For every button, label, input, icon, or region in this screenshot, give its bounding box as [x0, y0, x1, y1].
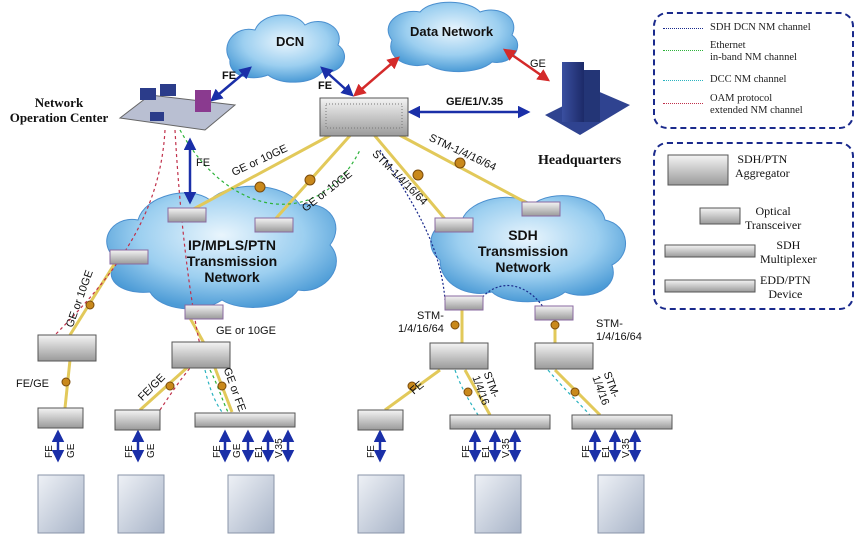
access-port-label: FE	[366, 445, 377, 458]
headquarters-building	[545, 62, 630, 135]
noc-line-1: Network	[34, 95, 84, 110]
access-port-label: FE	[581, 445, 592, 458]
access-port-label: V.35	[274, 438, 285, 458]
client-buildings	[37, 474, 645, 534]
access-port-label: FE	[461, 445, 472, 458]
device-legend-text: Device	[768, 287, 803, 301]
sdh-line-2: Transmission	[477, 243, 569, 259]
noc-line-2: Operation Center	[9, 110, 109, 125]
stm-sdh-right-line-1: STM-	[596, 318, 623, 330]
channel-legend-line	[663, 50, 703, 51]
device-legend-text: Transceiver	[745, 218, 802, 232]
access-port-label: V.35	[621, 438, 632, 458]
sdh-network-label: SDH Transmission Network	[468, 227, 578, 275]
link-stm-sdh-left: STM- 1/4/16/64	[398, 310, 444, 336]
noc-label: Network Operation Center	[4, 95, 114, 125]
link-ge-e1-v35: GE/E1/V.35	[446, 96, 504, 108]
access-port-label: FE	[124, 445, 135, 458]
link-stm-sdh-right: STM- 1/4/16/64	[596, 318, 642, 344]
access-port-label: E1	[254, 445, 265, 458]
device-legend-text: SDH	[776, 238, 801, 252]
link-ge-dn-hq: GE	[530, 58, 546, 70]
access-port-label: GE	[66, 443, 77, 458]
access-port-label: GE	[146, 443, 157, 458]
sdh-cloud	[430, 195, 627, 303]
access-port-label: E1	[481, 445, 492, 458]
cloud-routers	[109, 201, 574, 321]
ip-mpls-ptn-label: IP/MPLS/PTN Transmission Network	[172, 237, 292, 285]
ip-mpls-ptn-line-1: IP/MPLS/PTN	[188, 237, 276, 253]
channel-legend-text: in-band NM channel	[710, 52, 797, 63]
stm-sdh-right-line-2: 1/4/16/64	[596, 331, 642, 343]
device-legend-text: SDH/PTN	[737, 152, 788, 166]
noc-workstation	[118, 84, 237, 131]
channel-legend-text: DCC NM channel	[710, 74, 787, 85]
channel-legend-line	[663, 28, 703, 29]
link-fe-noc-ip: FE	[196, 157, 211, 169]
sdh-line-3: Network	[495, 259, 551, 275]
central-aggregator	[319, 97, 409, 137]
nm-channels	[49, 129, 591, 416]
data-network-label: Data Network	[410, 24, 494, 39]
access-devices	[37, 407, 673, 431]
legend-device-images	[664, 154, 756, 293]
link-fe-ge-left: FE/GE	[16, 378, 50, 390]
access-port-label: FE	[212, 445, 223, 458]
transceiver-markers	[61, 157, 580, 397]
ip-mpls-ptn-line-2: Transmission	[186, 253, 278, 269]
access-port-label: GE	[232, 443, 243, 458]
channel-legend-label: SDH DCN NM channel	[710, 22, 811, 34]
aggregators	[37, 334, 594, 370]
device-legend-text: Multiplexer	[760, 252, 817, 266]
channel-legend-text: extended NM channel	[710, 105, 803, 116]
device-legend-text: Aggregator	[735, 166, 790, 180]
stm-sdh-left-line-1: STM-	[416, 310, 444, 322]
arrows-blue	[51, 66, 642, 463]
sdh-line-1: SDH	[508, 227, 538, 243]
dcn-label: DCN	[276, 34, 305, 49]
channel-legend-text: Ethernet	[710, 40, 746, 51]
access-port-label: V.35	[501, 438, 512, 458]
channel-legend-text: OAM protocol	[710, 93, 773, 104]
device-legend	[653, 142, 854, 310]
headquarters-label: Headquarters	[538, 153, 622, 168]
trunk-links	[63, 128, 602, 417]
access-port-label: FE	[44, 445, 55, 458]
link-fe-noc-dcn: FE	[222, 70, 237, 82]
ip-mpls-ptn-line-3: Network	[204, 269, 260, 285]
channel-legend-label: DCC NM channel	[710, 74, 786, 86]
channel-legend-line	[663, 103, 703, 104]
access-port-label: E1	[601, 445, 612, 458]
channel-legend-line	[663, 80, 703, 81]
device-legend-text: Optical	[755, 204, 791, 218]
nm-channel-legend	[653, 12, 854, 129]
link-fe-dcn-agg: FE	[318, 80, 333, 92]
stm-sdh-left-line-2: 1/4/16/64	[398, 323, 444, 335]
link-ge-10ge-mid: GE or 10GE	[216, 325, 276, 337]
device-legend-text: EDD/PTN	[760, 273, 811, 287]
arrows-red	[353, 48, 551, 97]
dcn-cloud	[226, 14, 345, 83]
data-network-cloud	[387, 1, 519, 73]
channel-legend-text: SDH DCN NM channel	[710, 22, 811, 33]
